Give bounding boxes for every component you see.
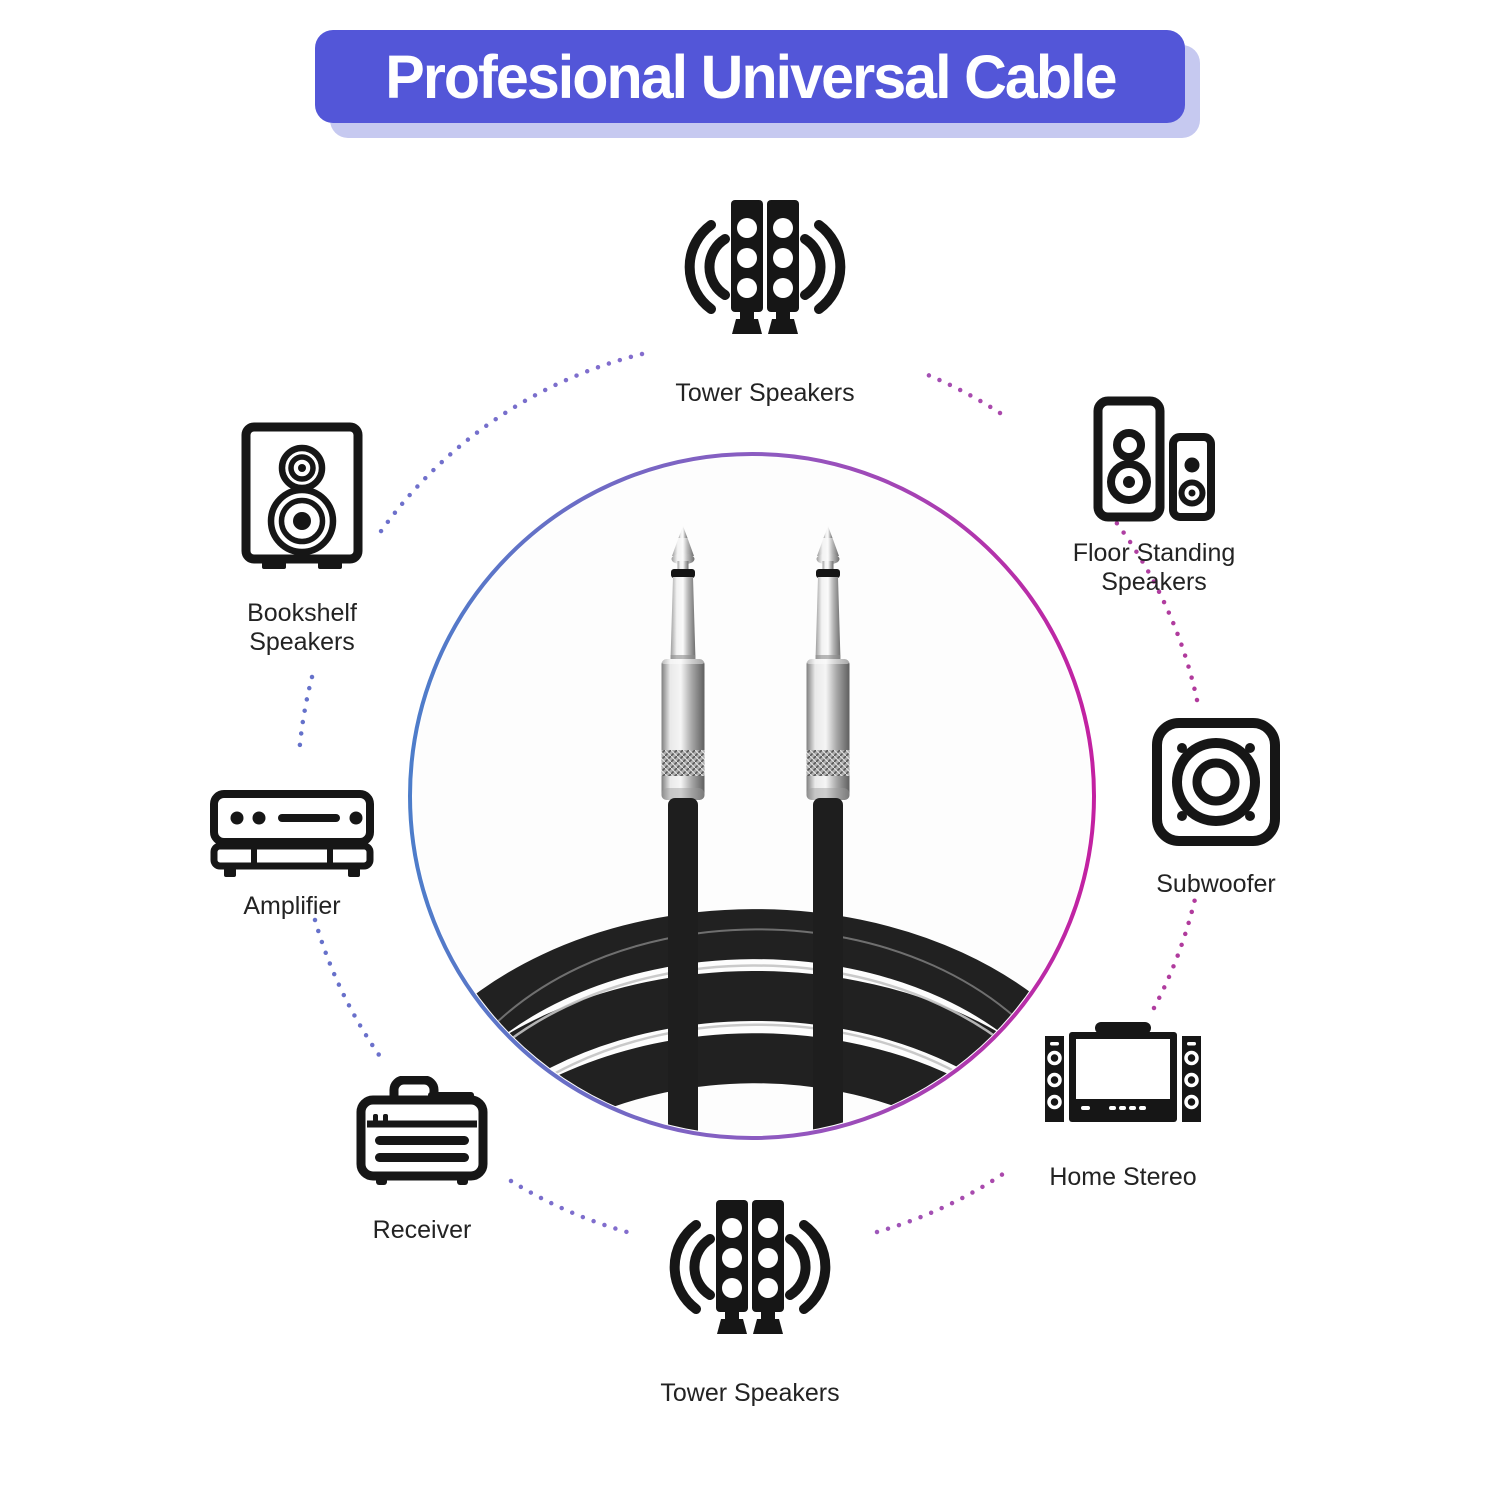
device-home-stereo: Home Stereo: [1003, 1020, 1243, 1192]
bookshelf-speakers-icon: [240, 422, 364, 586]
subwoofer-icon: [1151, 716, 1281, 848]
device-subwoofer: Subwoofer: [1096, 716, 1336, 899]
amplifier-icon: [210, 789, 374, 881]
home-stereo-icon: [1043, 1020, 1203, 1124]
device-floor-standing-speakers: Floor Standing Speakers: [1034, 396, 1274, 597]
dotted-connector-circle: [296, 351, 1200, 1235]
device-bookshelf-speakers: Bookshelf Speakers: [182, 422, 422, 657]
device-label: Tower Speakers: [675, 379, 855, 407]
banner-title: Profesional Universal Cable: [384, 42, 1117, 111]
device-label: Subwoofer: [1156, 870, 1276, 898]
tower-speakers-icon: [665, 192, 865, 367]
device-label: Floor Standing Speakers: [1072, 539, 1236, 596]
floor-standing-speakers-icon: [1093, 396, 1215, 524]
device-receiver: Receiver: [302, 1076, 542, 1245]
device-tower-speakers-bottom: Tower Speakers: [630, 1192, 870, 1408]
gradient-ring: [408, 452, 1096, 1140]
device-label: Amplifier: [243, 892, 341, 920]
receiver-icon: [356, 1076, 488, 1196]
device-label: Tower Speakers: [660, 1379, 840, 1407]
device-label: Bookshelf Speakers: [247, 599, 357, 656]
device-amplifier: Amplifier: [172, 789, 412, 921]
device-label: Home Stereo: [1049, 1163, 1197, 1191]
title-banner: Profesional Universal Cable: [315, 30, 1185, 123]
device-tower-speakers-top: Tower Speakers: [645, 192, 885, 408]
device-label: Receiver: [372, 1216, 472, 1244]
tower-speakers-icon: [650, 1192, 850, 1367]
